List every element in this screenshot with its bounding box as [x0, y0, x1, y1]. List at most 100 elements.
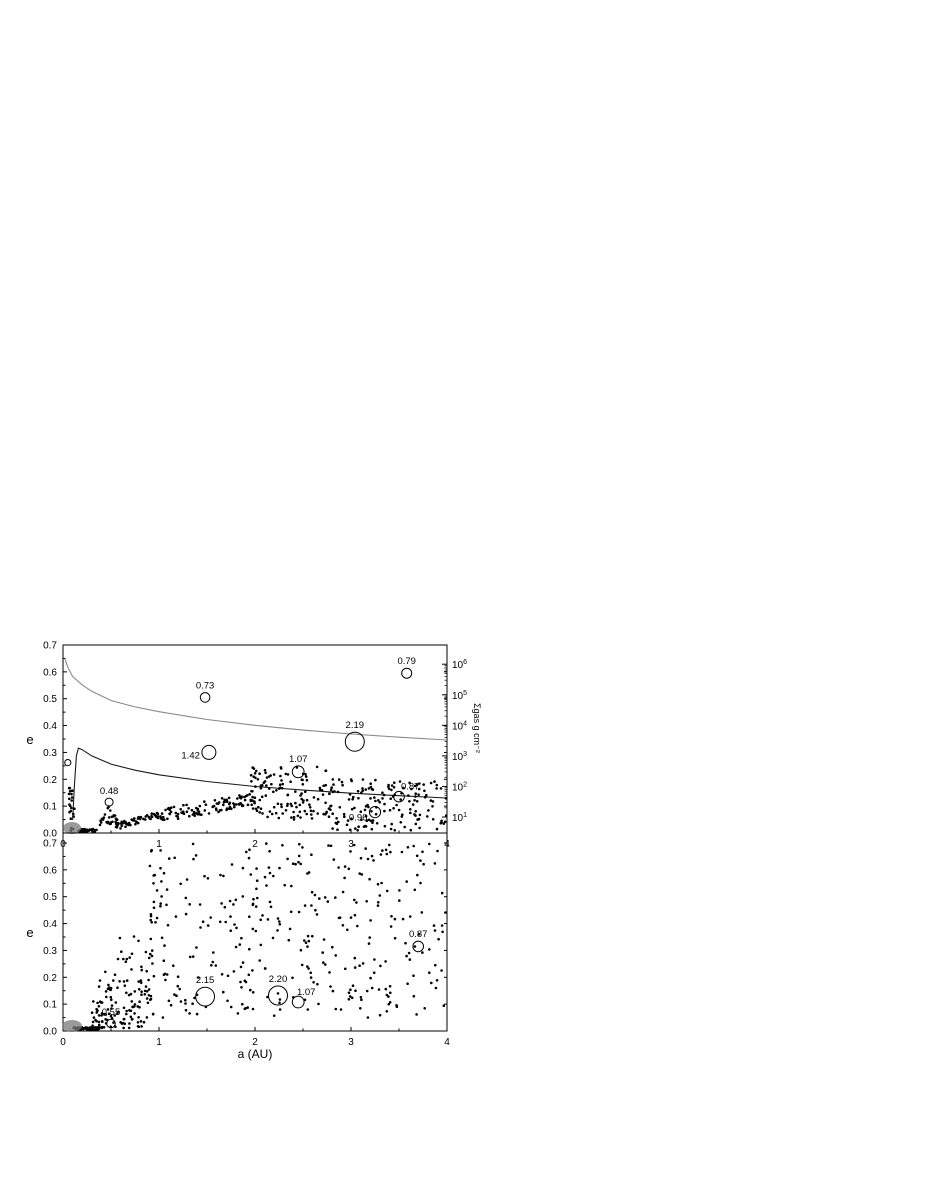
particle-point [440, 891, 444, 895]
particle-point [286, 857, 289, 861]
particle-point [193, 814, 196, 817]
particle-point [179, 882, 182, 886]
particle-point [156, 815, 160, 818]
particle-point [96, 1001, 99, 1005]
particle-point [68, 786, 72, 790]
particle-point [195, 1012, 199, 1016]
particle-point [105, 995, 108, 999]
particle-point [306, 945, 309, 948]
planet-marker [268, 985, 288, 1006]
y-tick-label: 0.1 [43, 1000, 57, 1011]
particle-point [300, 792, 303, 795]
particle-point [288, 927, 292, 931]
particle-point [369, 976, 372, 980]
planet-marker [104, 797, 114, 807]
particle-point [92, 1000, 95, 1003]
x-tick-label: 4 [444, 1037, 450, 1048]
particle-point [91, 1024, 94, 1027]
particle-point [360, 791, 363, 795]
particle-point [356, 829, 360, 832]
particle-point [139, 1020, 143, 1023]
particle-point [140, 968, 143, 972]
particle-point [133, 990, 137, 993]
particle-point [125, 957, 129, 961]
particle-point [176, 975, 180, 978]
particle-point [207, 812, 211, 815]
planet-marker [291, 995, 305, 1009]
particle-point [286, 793, 290, 797]
particle-point [84, 1026, 88, 1029]
particle-point [375, 822, 379, 825]
particle-point [334, 1007, 338, 1011]
particle-point [435, 979, 439, 982]
planet-marker [401, 667, 413, 679]
particle-point [243, 798, 247, 802]
particle-point [286, 773, 290, 776]
particle-point [115, 1012, 119, 1015]
particle-point [296, 814, 300, 818]
particle-point [291, 862, 295, 865]
particle-point [313, 893, 317, 897]
particle-point [363, 808, 367, 812]
particle-point [355, 901, 358, 904]
particle-point [280, 803, 283, 806]
particle-point [247, 973, 251, 977]
particle-point [176, 812, 180, 816]
particle-point [245, 850, 248, 854]
particle-point [70, 796, 74, 799]
particle-point [371, 821, 374, 824]
particle-point [286, 804, 289, 807]
x-axis-label: a (AU) [238, 1047, 273, 1061]
particle-point [191, 1002, 194, 1005]
planet-marker [368, 806, 382, 819]
particle-point [408, 800, 411, 803]
particle-point [378, 894, 382, 897]
particle-point [196, 809, 200, 812]
particle-point [67, 792, 71, 796]
particle-point [225, 807, 229, 810]
particle-point [247, 856, 251, 860]
particle-point [201, 920, 205, 923]
particle-point [419, 859, 422, 862]
particle-point [152, 900, 156, 904]
particle-point [127, 993, 131, 997]
particle-point [112, 815, 116, 818]
particle-point [226, 974, 230, 978]
particle-point [369, 782, 373, 785]
particle-point [233, 923, 236, 926]
y-tick-label: 0.3 [43, 748, 57, 759]
particle-point [349, 988, 352, 991]
particle-point [387, 785, 390, 788]
particle-point [300, 963, 304, 967]
particle-point [125, 991, 128, 995]
particle-point [254, 776, 257, 780]
particle-point [390, 915, 393, 918]
particle-point [364, 805, 368, 808]
particle-point [413, 888, 417, 892]
particle-point [272, 874, 275, 878]
y-axis-label-bottom: e [26, 925, 33, 940]
particle-point [294, 862, 297, 866]
particle-point [298, 803, 302, 807]
particle-point [309, 976, 313, 979]
particle-point [91, 1020, 95, 1024]
particle-point [155, 889, 159, 892]
particle-point [151, 962, 154, 965]
particle-point [351, 797, 355, 801]
particle-point [188, 814, 191, 818]
particle-point [400, 850, 404, 854]
particle-point [123, 984, 127, 987]
particle-point [179, 1000, 183, 1003]
particle-point [414, 810, 418, 813]
particle-point [433, 862, 437, 865]
particle-point [229, 1005, 233, 1009]
particle-point [192, 857, 195, 861]
particle-point [149, 994, 153, 998]
particle-point [152, 874, 155, 877]
particle-point [322, 938, 326, 941]
particle-point [122, 980, 126, 983]
particle-point [106, 987, 110, 991]
particle-point [264, 771, 267, 775]
